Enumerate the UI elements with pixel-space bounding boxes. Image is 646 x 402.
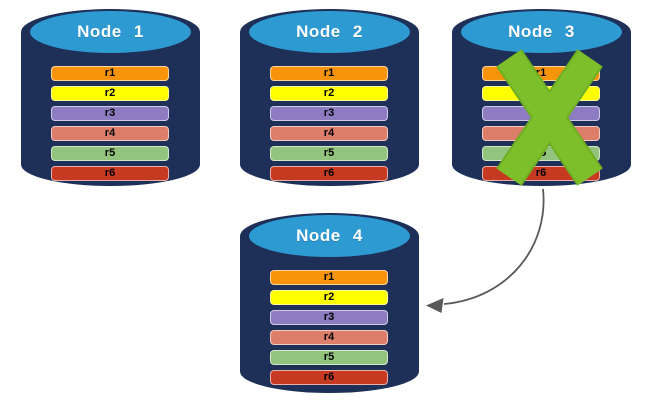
replica-row: r4 — [51, 126, 169, 141]
replica-row-list: r1 r2 r3 r4 r5 r6 — [270, 66, 388, 181]
failure-x-icon — [496, 49, 603, 186]
replica-row: r1 — [270, 270, 388, 285]
cylinder-top-ellipse: Node 2 — [249, 11, 410, 53]
node-title: Node 3 — [508, 22, 575, 41]
replica-row: r2 — [270, 86, 388, 101]
replica-row: r5 — [51, 146, 169, 161]
replica-row: r6 — [51, 166, 169, 181]
replica-row: r1 — [270, 66, 388, 81]
node-title: Node 4 — [296, 226, 363, 245]
cylinder-top-ellipse: Node 3 — [461, 11, 622, 53]
replica-row: r6 — [270, 166, 388, 181]
replica-row-list: r1 r2 r3 r4 r5 r6 — [51, 66, 169, 181]
replica-row: r4 — [270, 126, 388, 141]
replica-row: r3 — [51, 106, 169, 121]
cylinder-top-ellipse: Node 1 — [30, 11, 191, 53]
node-2-cylinder: Node 2 r1 r2 r3 r4 r5 r6 — [240, 9, 419, 186]
replica-row: r4 — [270, 330, 388, 345]
node-title: Node 1 — [77, 22, 144, 41]
cylinder-top-ellipse: Node 4 — [249, 215, 410, 257]
node-4-cylinder: Node 4 r1 r2 r3 r4 r5 r6 — [240, 213, 419, 393]
node-1-cylinder: Node 1 r1 r2 r3 r4 r5 r6 — [21, 9, 200, 186]
replica-row: r5 — [270, 146, 388, 161]
replica-row: r2 — [270, 290, 388, 305]
replica-row-list: r1 r2 r3 r4 r5 r6 — [270, 270, 388, 385]
replica-row: r1 — [51, 66, 169, 81]
replica-row: r6 — [270, 370, 388, 385]
node-3-cylinder: Node 3 r1 r2 r3 r4 r5 r6 — [452, 9, 631, 186]
replica-row: r3 — [270, 310, 388, 325]
replica-row: r5 — [270, 350, 388, 365]
replica-row: r2 — [51, 86, 169, 101]
replica-row: r3 — [270, 106, 388, 121]
node-title: Node 2 — [296, 22, 363, 41]
